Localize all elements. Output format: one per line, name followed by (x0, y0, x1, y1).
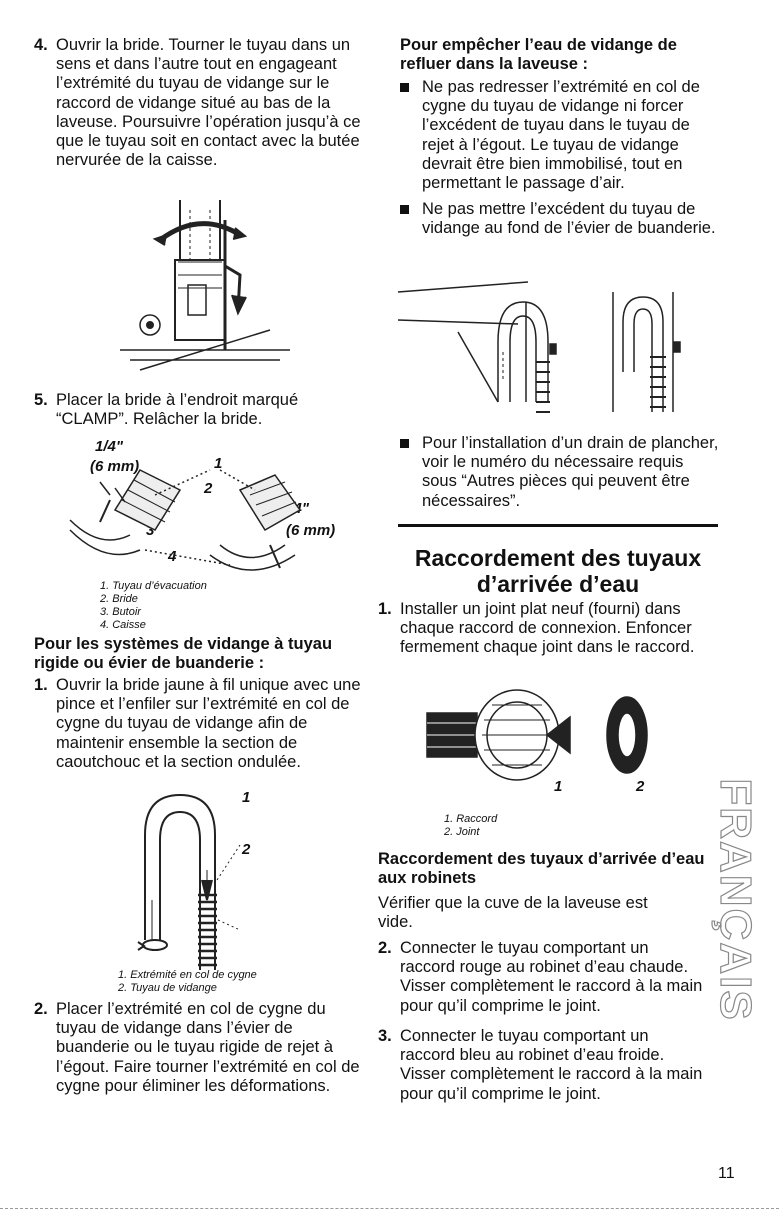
page-edge (0, 1208, 779, 1209)
step-text: Connecter le tuyau comportant un raccord… (400, 1027, 703, 1103)
callout-1: 1 (242, 789, 251, 806)
caption: 2. Joint (444, 826, 480, 838)
caption: 2. Bride (100, 593, 138, 605)
dimension-label-left: 1/4" (95, 438, 123, 455)
rigid-step-2: 2. Placer l’extrémité en col de cygne du… (34, 1000, 364, 1096)
inlet-step-3: 3. Connecter le tuyau comportant un racc… (378, 1027, 708, 1104)
language-side-tab: FRANÇAIS (700, 778, 770, 1023)
step-5: 5. Placer la bride à l’endroit marqué “C… (34, 391, 364, 429)
caption: 1. Tuyau d’évacuation (100, 580, 207, 592)
verify-text: Vérifier que la cuve de la laveuse est v… (378, 894, 648, 932)
dimension-label-left-metric: (6 mm) (90, 458, 140, 475)
figure-sink-standpipe (397, 281, 681, 413)
caption: 3. Butoir (100, 606, 141, 618)
bullet-item: Ne pas redresser l’extrémité en col de c… (400, 78, 720, 193)
callout-2: 2 (242, 841, 251, 858)
step-number: 2. (378, 939, 392, 957)
figure-gooseneck (137, 793, 241, 970)
step-number: 4. (34, 36, 48, 54)
step-text: Placer l’extrémité en col de cygne du tu… (56, 1000, 360, 1095)
section-title: Raccordement des tuyaux d’arrivée d’eau (414, 545, 702, 597)
heading-rigid-drain: Pour les systèmes de vidange à tuyau rig… (34, 635, 333, 673)
caption: 1. Extrémité en col de cygne (118, 969, 257, 981)
callout-1: 1 (554, 778, 563, 795)
callout-1: 1 (214, 455, 223, 472)
step-number: 3. (378, 1027, 392, 1045)
figure-captions-clamp: 1. Tuyau d’évacuation 2. Bride 3. Butoir… (100, 580, 300, 632)
bullet-text: Ne pas mettre l’excédent du tuyau de vid… (422, 200, 716, 238)
callout-3: 3 (146, 522, 155, 539)
step-text: Ouvrir la bride jaune à fil unique avec … (56, 676, 361, 771)
step-text: Installer un joint plat neuf (fourni) da… (400, 600, 695, 657)
section-divider (398, 524, 718, 527)
rigid-step-1: 1. Ouvrir la bride jaune à fil unique av… (34, 676, 364, 772)
step-number: 5. (34, 391, 48, 409)
inlet-step-2: 2. Connecter le tuyau comportant un racc… (378, 939, 708, 1016)
bullet-item: Pour l’installation d’un drain de planch… (400, 434, 720, 511)
inlet-step-1: 1. Installer un joint plat neuf (fourni)… (378, 600, 718, 658)
language-side-tab-label: FRANÇAIS (710, 778, 760, 1023)
page-number: 11 (718, 1165, 735, 1182)
dimension-label-right-metric: (6 mm) (286, 522, 336, 539)
step-text: Placer la bride à l’endroit marqué “CLAM… (56, 391, 299, 429)
heading-connect-faucets: Raccordement des tuyaux d’arrivée d’eau … (378, 850, 705, 888)
heading-prevent-backflow: Pour empêcher l’eau de vidange de reflue… (400, 36, 677, 74)
step-text: Ouvrir la bride. Tourner le tuyau dans u… (56, 36, 361, 170)
bullet-icon (400, 434, 422, 511)
bullet-text: Pour l’installation d’un drain de planch… (422, 434, 719, 510)
bullet-text: Ne pas redresser l’extrémité en col de c… (422, 78, 700, 193)
callout-2: 2 (636, 778, 645, 795)
figure-clamp-placement (69, 469, 302, 571)
step-text: Connecter le tuyau comportant un raccord… (400, 939, 703, 1015)
figure-drain-hose-install (120, 200, 290, 371)
step-number: 1. (378, 600, 392, 618)
figure-captions-coupling: 1. Raccord 2. Joint (444, 813, 644, 839)
callout-4: 4 (168, 548, 177, 565)
bullet-icon (400, 78, 422, 193)
callout-2: 2 (204, 480, 213, 497)
caption: 2. Tuyau de vidange (118, 982, 217, 994)
figure-captions-gooseneck: 1. Extrémité en col de cygne 2. Tuyau de… (118, 969, 338, 995)
bullet-item: Ne pas mettre l’excédent du tuyau de vid… (400, 200, 720, 238)
caption: 1. Raccord (444, 813, 498, 825)
step-4: 4. Ouvrir la bride. Tourner le tuyau dan… (34, 36, 364, 170)
bullet-icon (400, 200, 422, 238)
figure-coupling-washer (426, 689, 648, 781)
step-number: 1. (34, 676, 48, 694)
step-number: 2. (34, 1000, 48, 1018)
caption: 4. Caisse (100, 619, 146, 631)
